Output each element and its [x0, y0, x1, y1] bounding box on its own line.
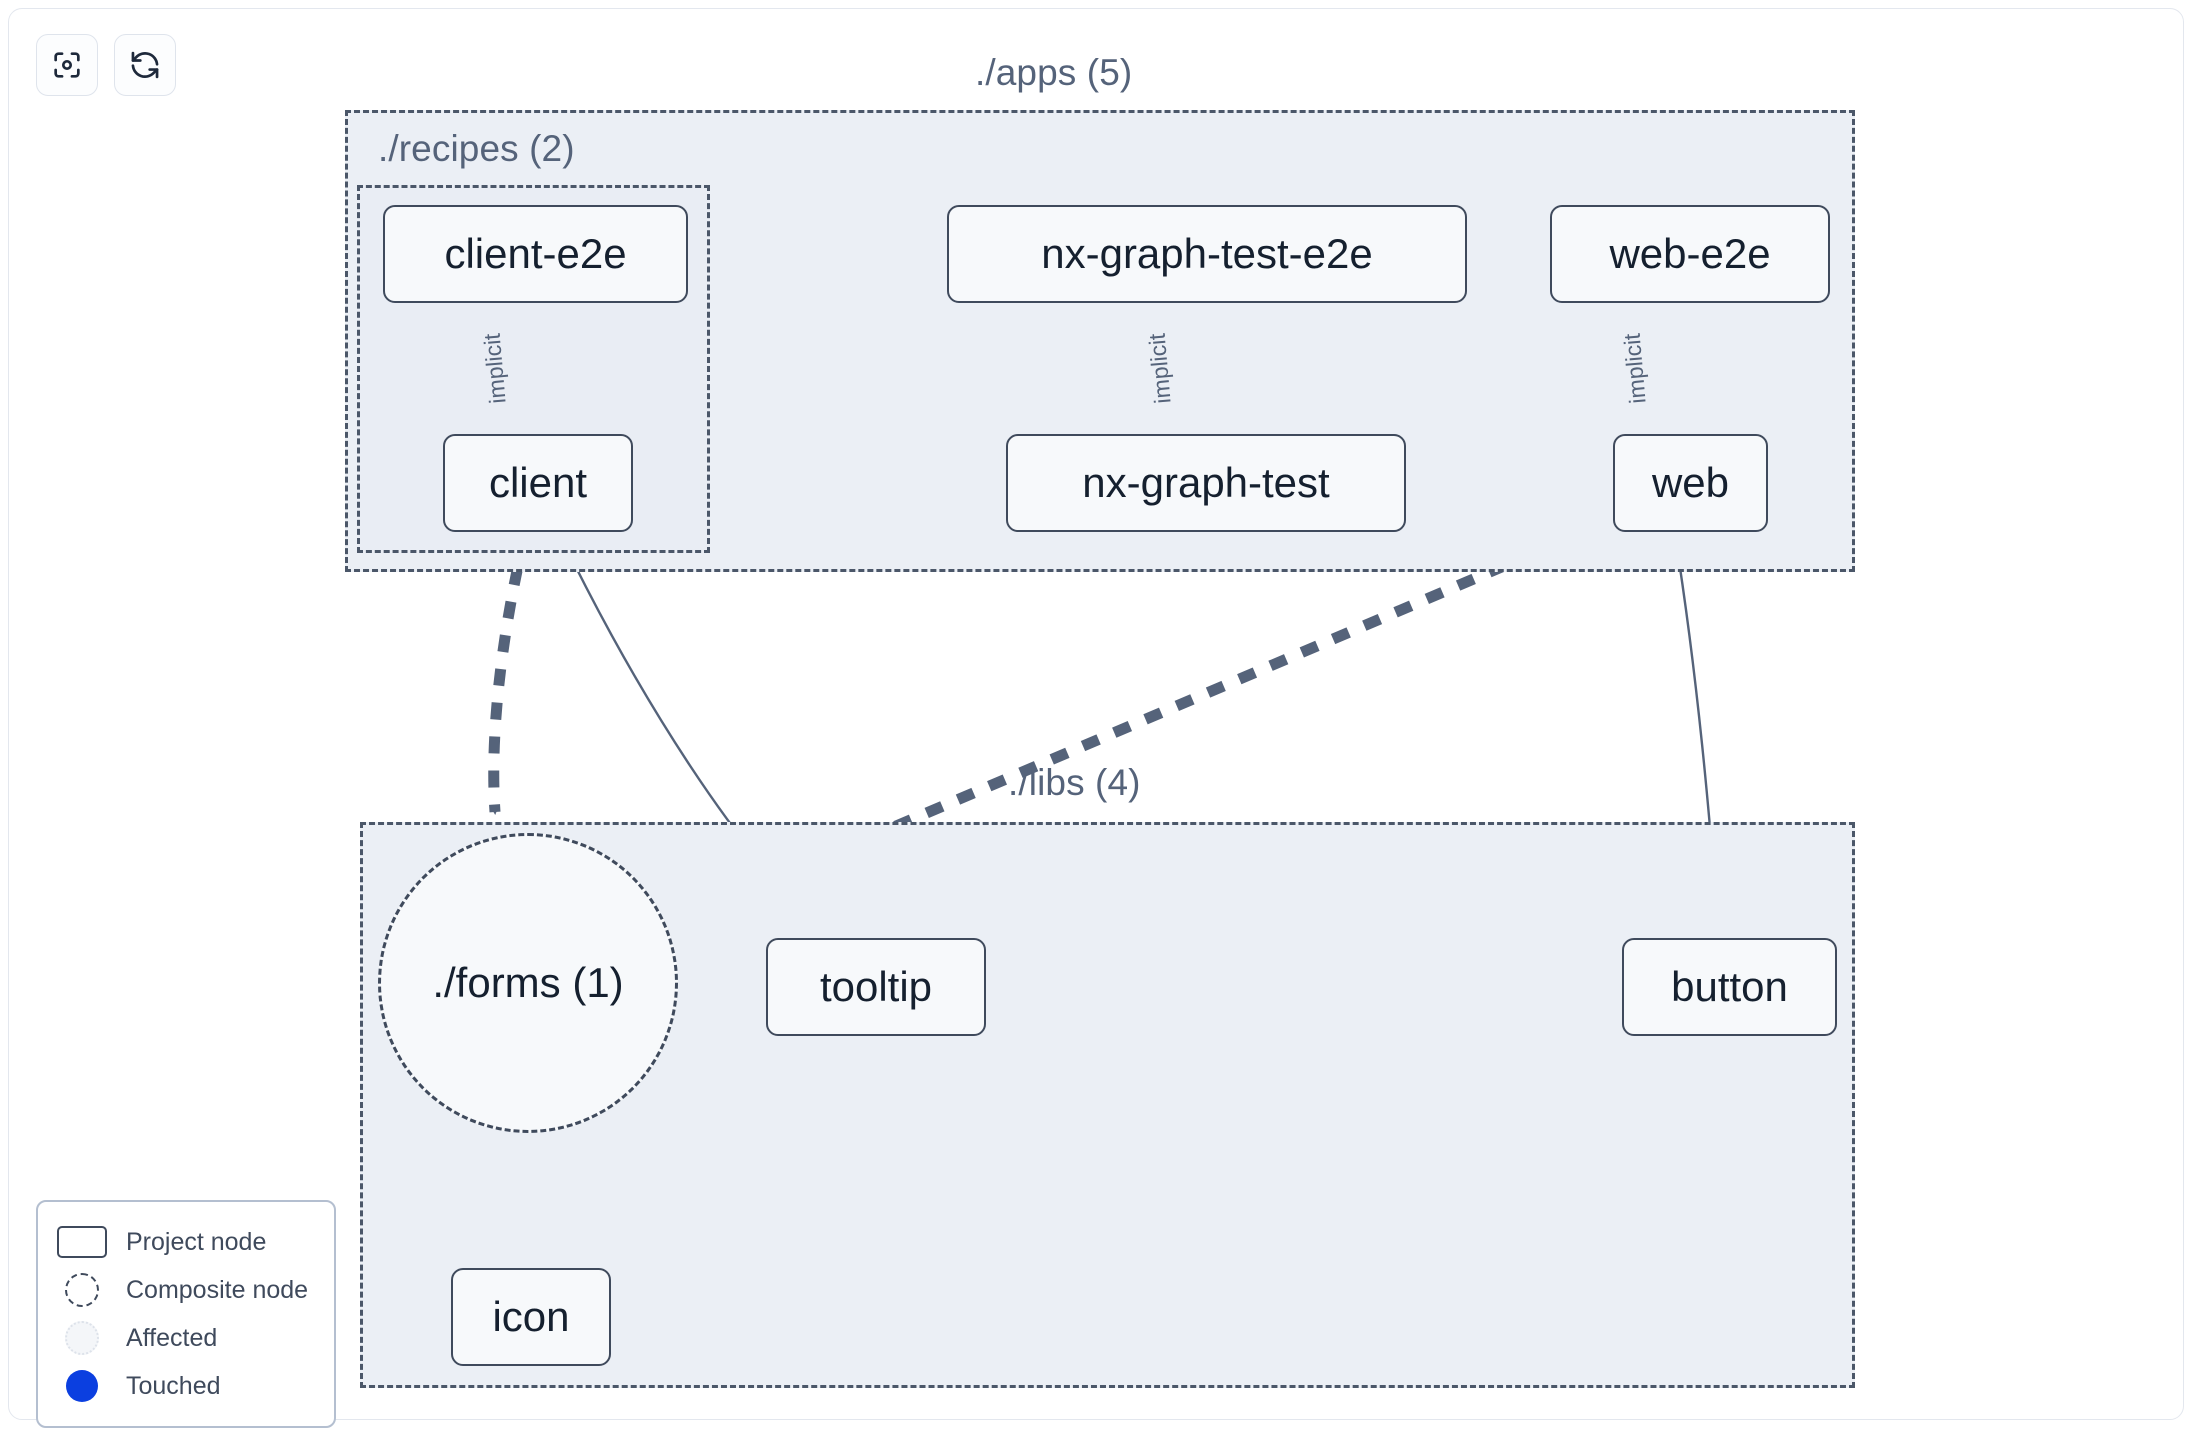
legend-label-affected: Affected	[126, 1323, 218, 1352]
node-web[interactable]: web	[1613, 434, 1768, 532]
edge-client-to-forms	[488, 533, 531, 815]
group-recipes-label: ./recipes (2)	[378, 128, 575, 169]
group-apps-label: ./apps (5)	[975, 52, 1133, 93]
group-libs-label: ./libs (4)	[1008, 762, 1141, 803]
focus-icon	[50, 48, 84, 82]
node-web-e2e[interactable]: web-e2e	[1550, 205, 1830, 303]
legend-item-composite-node: Composite node	[56, 1266, 316, 1314]
legend-label-project-node: Project node	[126, 1227, 267, 1256]
legend-item-project-node: Project node	[56, 1218, 316, 1266]
reset-graph-button[interactable]	[114, 34, 176, 96]
refresh-icon	[128, 48, 162, 82]
composite-node-swatch	[56, 1273, 108, 1307]
touched-swatch	[56, 1369, 108, 1403]
graph-legend: Project node Composite node Affected Tou…	[36, 1200, 336, 1428]
node-client-e2e[interactable]: client-e2e	[383, 205, 688, 303]
legend-label-composite-node: Composite node	[126, 1275, 309, 1304]
node-nx-graph-test[interactable]: nx-graph-test	[1006, 434, 1406, 532]
affected-swatch	[56, 1321, 108, 1355]
node-icon[interactable]: icon	[451, 1268, 611, 1366]
legend-item-affected: Affected	[56, 1314, 316, 1362]
node-button[interactable]: button	[1622, 938, 1837, 1036]
legend-label-touched: Touched	[126, 1371, 221, 1400]
node-client[interactable]: client	[443, 434, 633, 532]
focus-graph-button[interactable]	[36, 34, 98, 96]
project-node-swatch	[56, 1225, 108, 1259]
node-forms[interactable]: ./forms (1)	[378, 833, 678, 1133]
node-tooltip[interactable]: tooltip	[766, 938, 986, 1036]
legend-item-touched: Touched	[56, 1362, 316, 1410]
node-nx-graph-test-e2e[interactable]: nx-graph-test-e2e	[947, 205, 1467, 303]
graph-toolbar	[36, 34, 176, 96]
